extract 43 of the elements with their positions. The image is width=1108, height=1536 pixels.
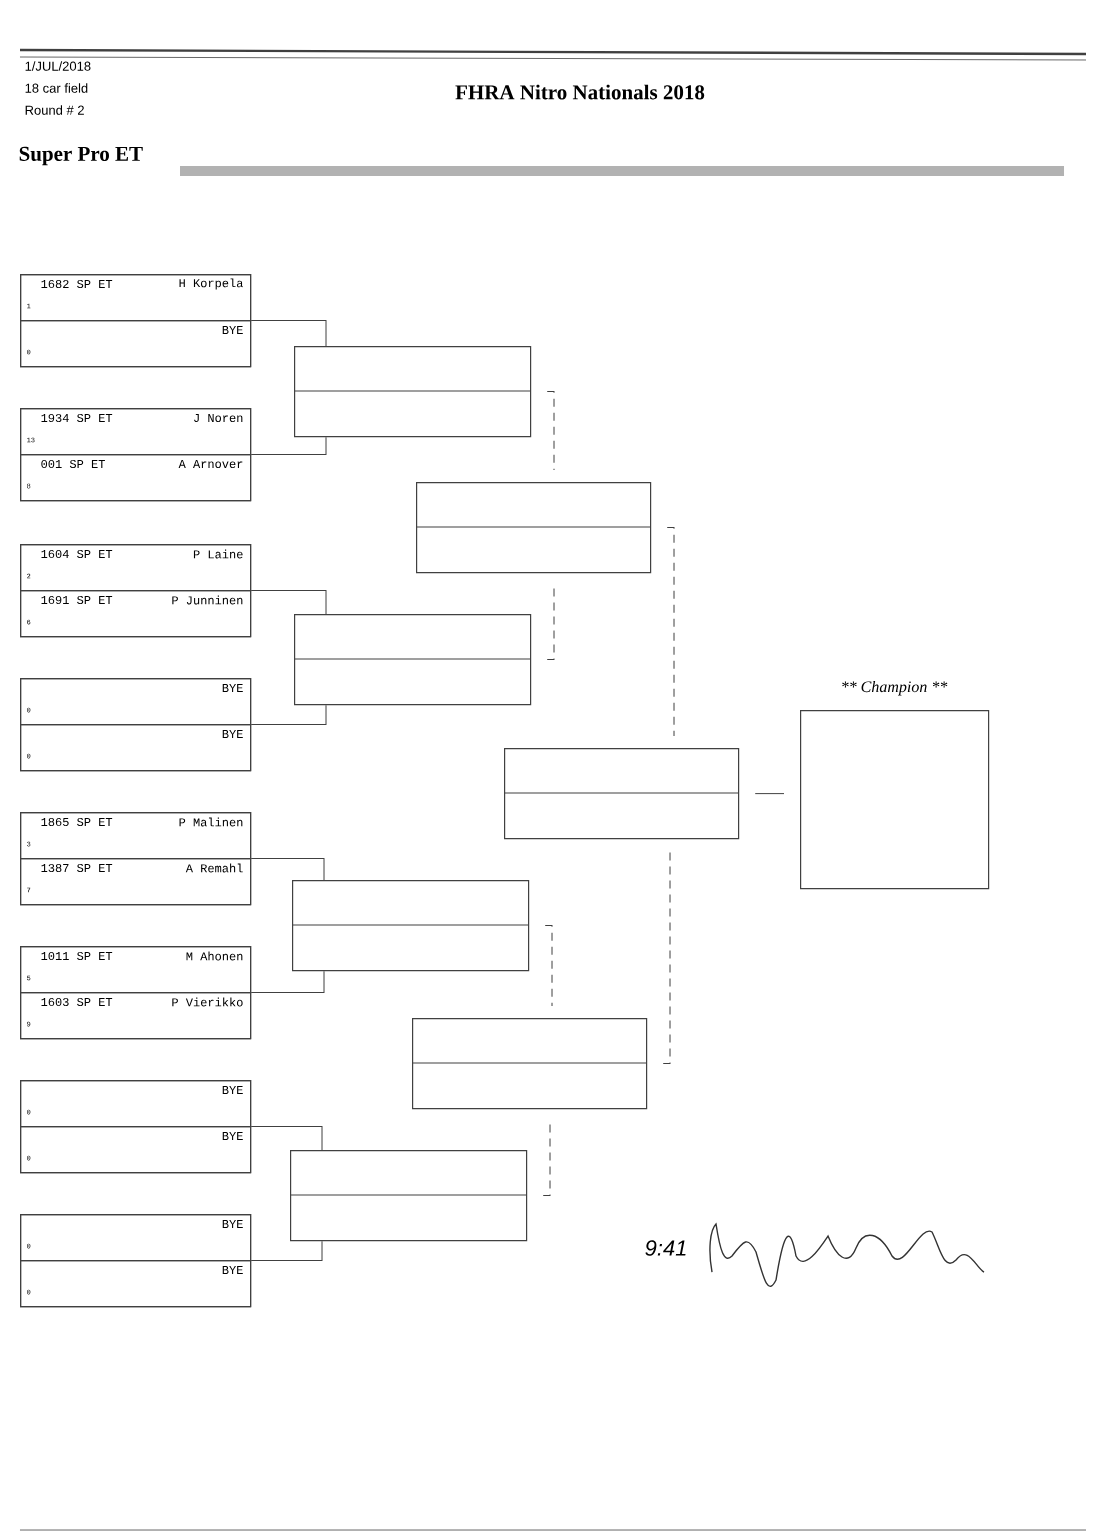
lane-box <box>20 1126 252 1174</box>
bracket-slot-box <box>289 1150 528 1242</box>
bracket-slot-box <box>411 1018 648 1110</box>
lane-box <box>20 1080 252 1128</box>
bracket-line <box>250 704 327 726</box>
lane-box <box>20 992 252 1040</box>
lane-box <box>20 454 252 502</box>
lane-box <box>20 946 252 994</box>
bracket-line <box>546 584 555 661</box>
lane-box <box>20 678 252 726</box>
bracket-line <box>250 436 327 456</box>
bracket-line <box>250 1126 323 1151</box>
lane-box <box>20 724 252 772</box>
bracket-line <box>250 1240 323 1262</box>
bracket-line <box>666 527 675 737</box>
bracket-line <box>250 858 325 881</box>
lane-box <box>20 320 252 368</box>
lane-box <box>20 812 252 860</box>
bracket-slot-box <box>293 346 532 438</box>
lane-box <box>20 590 252 638</box>
bracket-slot-box <box>415 482 652 574</box>
lane-box <box>20 544 252 592</box>
bracket-slot-box <box>293 614 532 706</box>
bracket-slot-box <box>503 748 740 840</box>
lane-box <box>20 274 252 322</box>
bracket-line <box>754 793 785 795</box>
bracket-slot-box <box>291 880 530 972</box>
bracket-line <box>544 925 553 1007</box>
handwritten-time: 9:41 <box>645 1240 686 1256</box>
title: FHRA Nitro Nationals 2018 <box>455 84 705 100</box>
lane-box <box>20 1214 252 1262</box>
bracket-line <box>542 1120 551 1197</box>
class-heading: Super Pro ET <box>19 146 143 166</box>
lane-box <box>20 858 252 906</box>
bracket-line <box>546 391 555 471</box>
lane-box <box>20 1260 252 1308</box>
bracket-line <box>250 590 327 615</box>
champion-box: ** Champion ** <box>800 680 990 890</box>
node-label: ** Champion ** <box>842 680 948 696</box>
lane-box <box>20 408 252 456</box>
bracket-line <box>662 850 671 1065</box>
bracket-line <box>250 970 325 994</box>
bracket-line <box>250 320 327 347</box>
